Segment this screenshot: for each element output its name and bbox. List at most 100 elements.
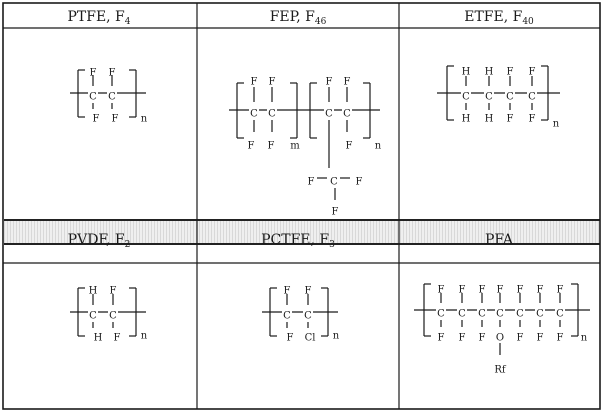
atom-label-c: C (478, 309, 486, 320)
atom-label-f: F (529, 114, 536, 125)
atom-label-n: n (581, 333, 588, 344)
atom-label-c: C (506, 92, 514, 103)
atom-label-f: F (109, 68, 116, 79)
header-pctfe: PCTFE, F3 (261, 232, 335, 250)
atom-label-n: n (333, 331, 340, 342)
atom-label-f: F (248, 141, 255, 152)
atom-label-f: F (557, 285, 564, 296)
atom-label-f: F (269, 77, 276, 88)
atom-label-f: F (308, 177, 315, 188)
atom-label-f: F (332, 207, 339, 218)
atom-backdrop (329, 176, 339, 188)
atom-label-n: n (141, 331, 148, 342)
atom-label-f: F (251, 77, 258, 88)
atom-label-f: F (344, 77, 351, 88)
atom-backdrop (495, 308, 505, 320)
atom-label-h: H (94, 333, 103, 344)
atom-label-f: F (326, 77, 333, 88)
atom-label-rf: Rf (494, 365, 507, 376)
atom-label-c: C (325, 109, 333, 120)
atom-label-c: C (108, 92, 116, 103)
header-pfa: PFA (484, 232, 514, 248)
atom-label-f: F (537, 285, 544, 296)
atom-label-c: C (283, 311, 291, 322)
atom-label-f: F (479, 285, 486, 296)
atom-label-f: F (507, 114, 514, 125)
atom-label-c: C (485, 92, 493, 103)
atom-label-f: F (507, 67, 514, 78)
atom-label-h: H (89, 286, 98, 297)
atom-label-c: C (89, 311, 97, 322)
structure-pctfe (262, 287, 338, 337)
atom-label-n: n (141, 114, 148, 125)
atom-label-f: F (305, 286, 312, 297)
atom-label-f: F (287, 333, 294, 344)
atom-backdrop (535, 308, 545, 320)
atom-label-f: F (346, 141, 353, 152)
atom-backdrop (108, 310, 118, 322)
atom-label-f: F (529, 67, 536, 78)
header-etfe: ETFE, F40 (464, 9, 534, 27)
atom-label-f: F (497, 285, 504, 296)
atom-label-c: C (516, 309, 524, 320)
atom-backdrop (88, 310, 98, 322)
header-pvdf: PVDF, F2 (67, 232, 131, 250)
atom-label-f: F (356, 177, 363, 188)
atom-label-c: C (343, 109, 351, 120)
atom-backdrop (324, 108, 334, 120)
atom-label-c: C (250, 109, 258, 120)
atom-label-f: F (110, 286, 117, 297)
atom-label-f: F (537, 333, 544, 344)
atom-label-c: C (458, 309, 466, 320)
atom-label-f: F (557, 333, 564, 344)
atom-label-f: F (517, 333, 524, 344)
atom-backdrop (527, 91, 537, 103)
atom-label-c: C (496, 309, 504, 320)
atom-label-c: C (556, 309, 564, 320)
table-grid (2, 2, 601, 410)
atom-label-h: H (485, 67, 494, 78)
atom-backdrop (303, 310, 313, 322)
atom-label-f: F (284, 286, 291, 297)
atom-label-cl: Cl (305, 333, 316, 344)
atom-label-h: H (485, 114, 494, 125)
atom-label-c: C (536, 309, 544, 320)
atom-backdrop (505, 91, 515, 103)
atom-label-f: F (438, 333, 445, 344)
atom-label-f: F (517, 285, 524, 296)
atom-label-m: m (290, 141, 300, 152)
atom-label-h: H (462, 67, 471, 78)
atom-label-f: F (438, 285, 445, 296)
atom-label-f: F (268, 141, 275, 152)
atom-label-c: C (462, 92, 470, 103)
atom-label-n: n (375, 141, 382, 152)
atom-label-h: H (462, 114, 471, 125)
atom-backdrop (107, 91, 117, 103)
atom-label-f: F (90, 68, 97, 79)
atom-label-n: n (553, 119, 560, 130)
atom-backdrop (88, 91, 98, 103)
atom-label-o: O (496, 333, 504, 344)
atom-label-c: C (268, 109, 276, 120)
atom-backdrop (515, 308, 525, 320)
atom-label-c: C (109, 311, 117, 322)
atom-label-c: C (89, 92, 97, 103)
structure-ptfe (70, 69, 146, 118)
atom-label-c: C (330, 177, 338, 188)
structure-etfe (437, 65, 560, 121)
atom-backdrop (555, 308, 565, 320)
header-fep: FEP, F46 (269, 9, 327, 27)
atom-backdrop (457, 308, 467, 320)
atom-backdrop (282, 310, 292, 322)
atom-label-f: F (114, 333, 121, 344)
atom-backdrop (342, 108, 352, 120)
atom-backdrop (436, 308, 446, 320)
atom-label-f: F (459, 285, 466, 296)
atom-label-f: F (93, 114, 100, 125)
atom-label-f: F (479, 333, 486, 344)
atom-label-c: C (528, 92, 536, 103)
atom-backdrop (461, 91, 471, 103)
atom-backdrop (249, 108, 259, 120)
